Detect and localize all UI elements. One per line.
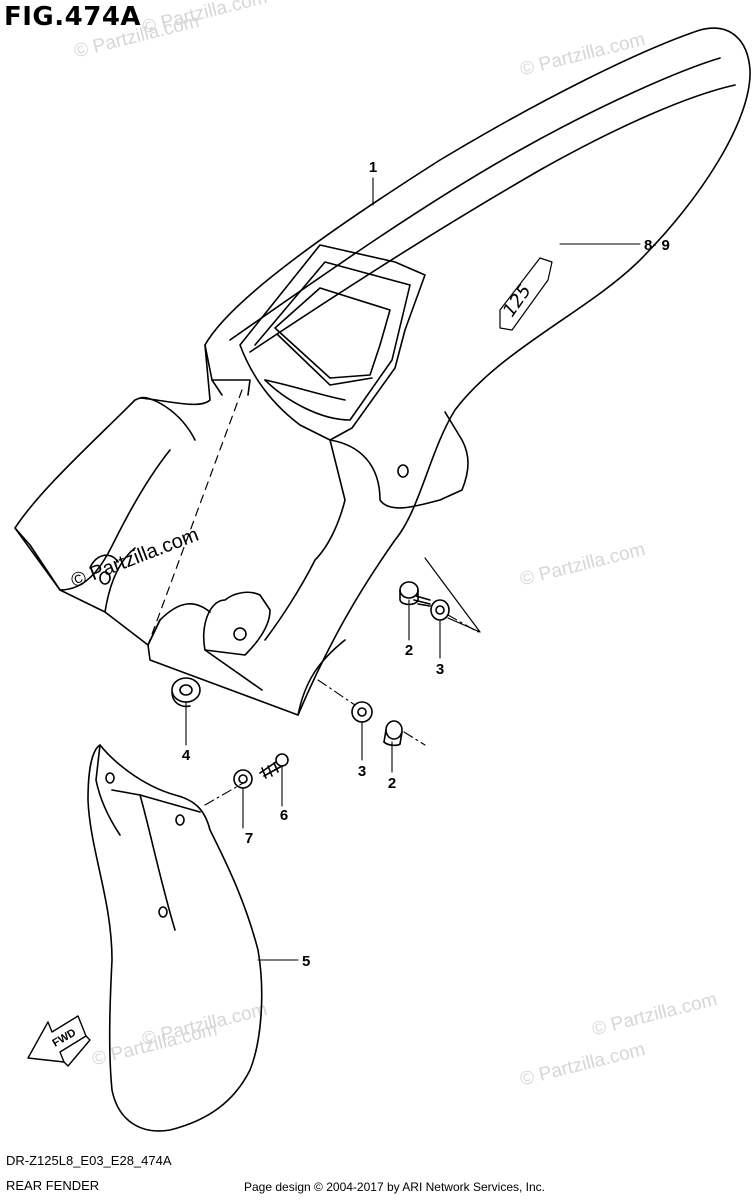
lower-fender-part-5 xyxy=(87,744,263,1132)
decal-part-8-9: 125 xyxy=(499,257,553,331)
rear-fender-part-1 xyxy=(14,27,751,716)
callout-2-upper: 2 xyxy=(405,642,413,659)
callout-4: 4 xyxy=(182,747,191,764)
callout-7: 7 xyxy=(245,830,253,847)
section-name: REAR FENDER xyxy=(6,1178,100,1193)
callout-2-lower: 2 xyxy=(388,775,396,792)
screw-part-6 xyxy=(259,753,289,779)
callout-3-upper: 3 xyxy=(436,661,444,678)
callout-1: 1 xyxy=(369,159,377,176)
callout-5: 5 xyxy=(302,953,310,970)
nut-part-3-upper xyxy=(430,599,450,621)
washer-part-7 xyxy=(233,769,253,789)
copyright-notice: Page design © 2004-2017 by ARI Network S… xyxy=(244,1180,546,1194)
leader-lines xyxy=(185,177,641,961)
callout-6: 6 xyxy=(280,807,288,824)
bolt-part-2-upper xyxy=(399,581,431,607)
model-code: DR-Z125L8_E03_E28_474A xyxy=(6,1153,172,1168)
alignment-arrow xyxy=(424,557,481,633)
callout-8-9: 8· 9 xyxy=(644,237,670,254)
bolt-part-2-lower xyxy=(383,720,403,747)
fwd-arrow-icon: FWD xyxy=(27,1015,91,1067)
figure-title: FIG.474A xyxy=(4,2,142,32)
callout-3-lower: 3 xyxy=(358,763,366,780)
decal-text: 125 xyxy=(499,281,536,321)
